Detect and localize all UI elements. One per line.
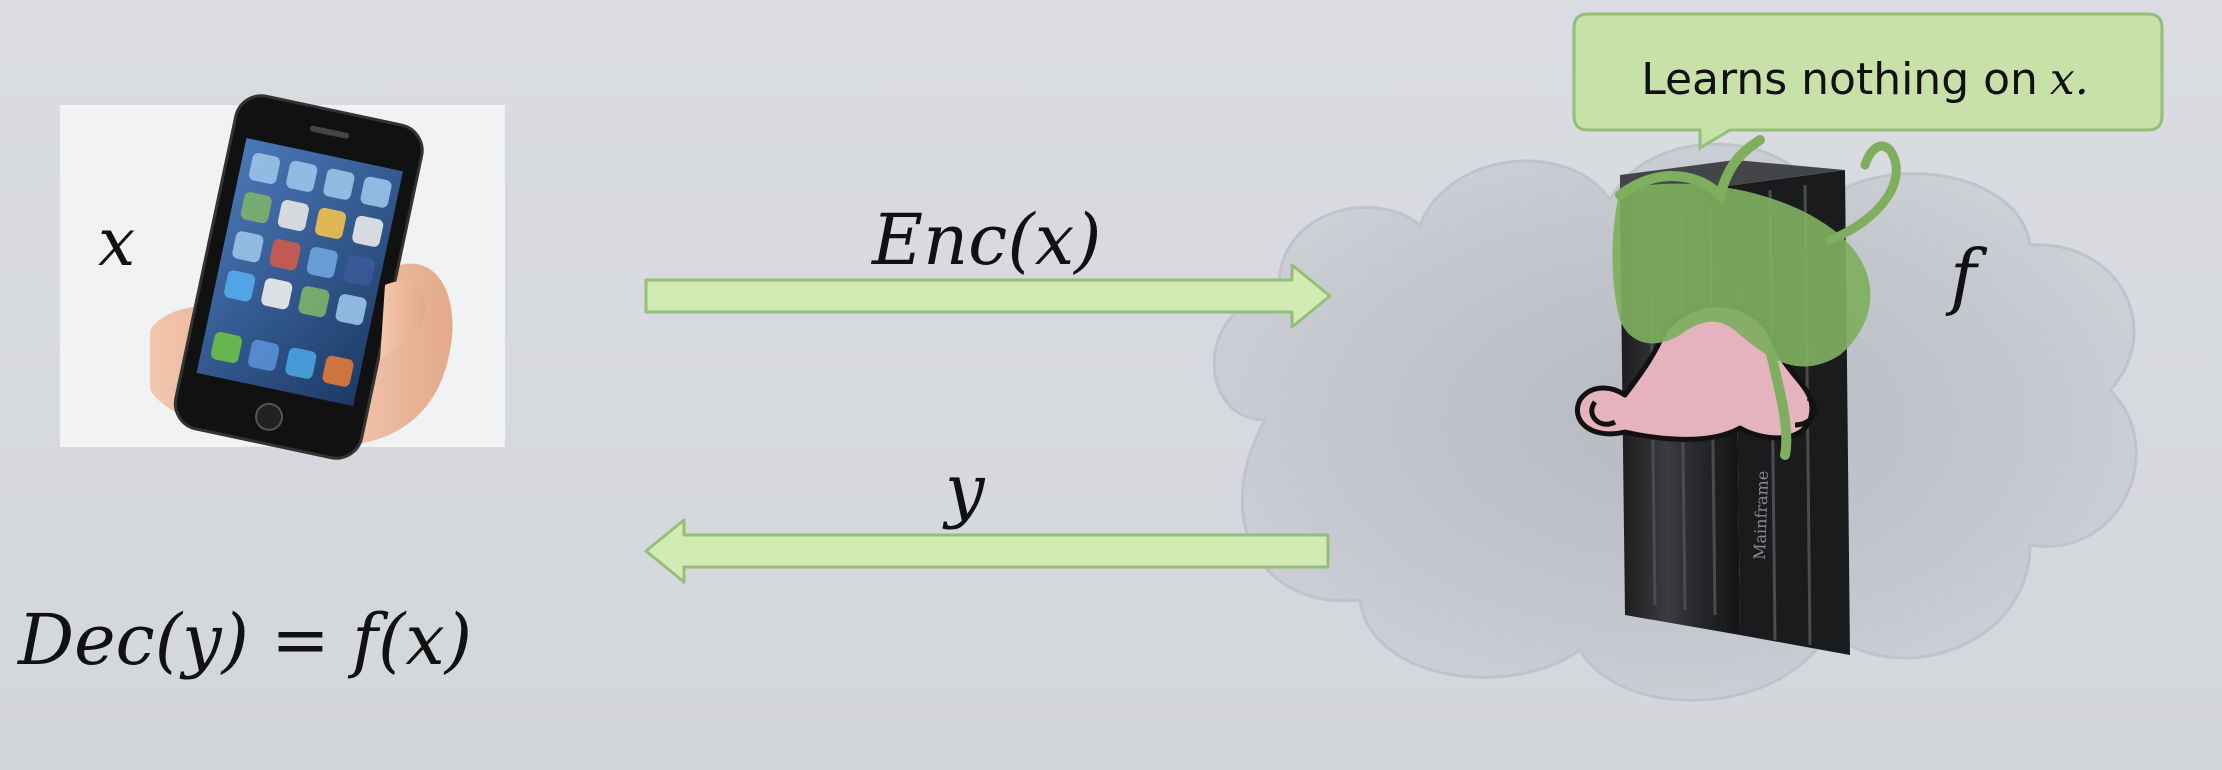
phone-in-hand-image: [60, 94, 505, 460]
decryption-equation: Dec(y) = f(x): [18, 599, 473, 681]
server-brand-text: Mainframe: [1750, 470, 1772, 560]
hand-thumb: [380, 281, 426, 360]
phone-icon: [173, 94, 424, 460]
forward-arrow: [644, 263, 1332, 329]
function-label: f: [1950, 234, 1977, 318]
input-variable-label: x: [98, 204, 136, 281]
callout-text-variable: x.: [2049, 53, 2089, 105]
backward-arrow: [644, 518, 1330, 584]
encrypted-message-label: Enc(x): [872, 199, 1102, 281]
result-message-label: y: [945, 449, 985, 531]
callout-text-main: Learns nothing on: [1641, 53, 2038, 105]
blindfold-icon: [1612, 135, 1901, 460]
speech-callout: [1572, 12, 2164, 151]
